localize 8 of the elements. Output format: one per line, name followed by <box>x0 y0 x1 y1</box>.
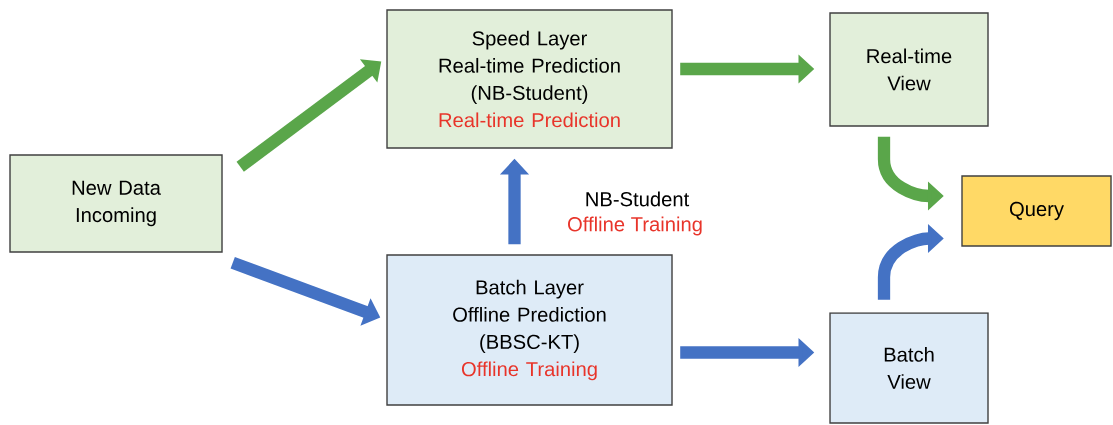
process-box: Query <box>961 175 1112 247</box>
note-text: Offline Training <box>565 214 705 238</box>
process-box: New Data Incoming <box>9 154 223 253</box>
process-box: Batch Layer Offline Prediction (BBSC-KT) Offline Training <box>386 254 673 406</box>
note-text: NB-Student <box>583 189 691 209</box>
process-box: Speed Layer Real-time Prediction (NB-Student) Real-time Prediction <box>386 9 673 149</box>
process-box: Batch View <box>829 312 989 424</box>
process-box: Real-time View <box>829 12 989 127</box>
